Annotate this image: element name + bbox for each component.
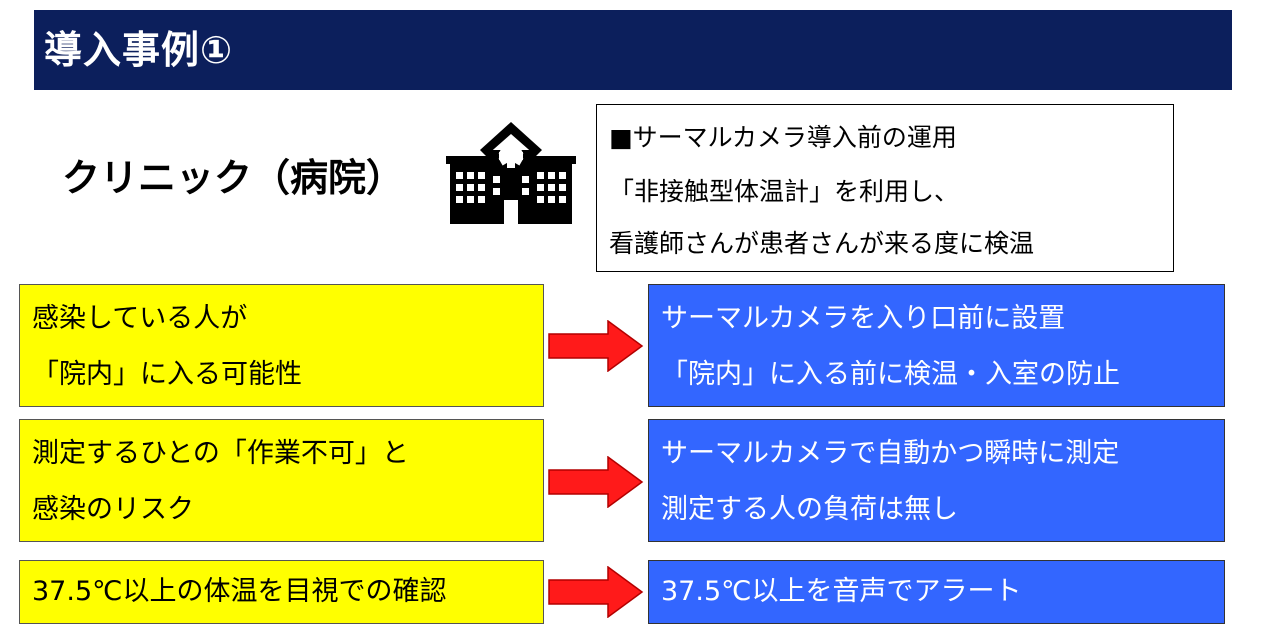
problem-text: 感染している人が xyxy=(32,303,248,334)
right-arrow-icon xyxy=(548,566,644,618)
solution-text: 測定する人の負荷は無し xyxy=(661,494,958,525)
note-line: 看護師さんが患者さんが来る度に検温 xyxy=(609,229,1035,258)
problem-text: 感染のリスク xyxy=(32,494,194,525)
problem-text: 37.5℃以上の体温を目視での確認 xyxy=(32,576,447,607)
solution-box: サーマルカメラで自動かつ瞬時に測定 測定する人の負荷は無し xyxy=(648,419,1225,542)
solution-box: 37.5℃以上を音声でアラート xyxy=(648,560,1225,624)
solution-box: サーマルカメラを入り口前に設置 「院内」に入る前に検温・入室の防止 xyxy=(648,284,1225,407)
right-arrow-icon xyxy=(548,456,644,508)
problem-text: 測定するひとの「作業不可」と xyxy=(32,438,409,469)
page-title: 導入事例① xyxy=(44,28,234,72)
solution-text: 37.5℃以上を音声でアラート xyxy=(661,576,1022,607)
solution-text: サーマルカメラを入り口前に設置 xyxy=(661,303,1066,334)
problem-box: 測定するひとの「作業不可」と 感染のリスク xyxy=(19,419,544,542)
clinic-heading: クリニック（病院） xyxy=(62,156,405,200)
hospital-icon xyxy=(446,122,576,224)
note-line: ■サーマルカメラ導入前の運用 xyxy=(609,123,957,152)
operation-note-box: ■サーマルカメラ導入前の運用 「非接触型体温計」を利用し、 看護師さんが患者さん… xyxy=(596,104,1174,272)
problem-box: 感染している人が 「院内」に入る可能性 xyxy=(19,284,544,407)
solution-text: 「院内」に入る前に検温・入室の防止 xyxy=(661,359,1120,390)
problem-box: 37.5℃以上の体温を目視での確認 xyxy=(19,560,544,624)
title-bar: 導入事例① xyxy=(34,10,1232,90)
problem-text: 「院内」に入る可能性 xyxy=(32,359,302,390)
solution-text: サーマルカメラで自動かつ瞬時に測定 xyxy=(661,438,1120,469)
note-line: 「非接触型体温計」を利用し、 xyxy=(609,177,960,206)
right-arrow-icon xyxy=(548,320,644,372)
